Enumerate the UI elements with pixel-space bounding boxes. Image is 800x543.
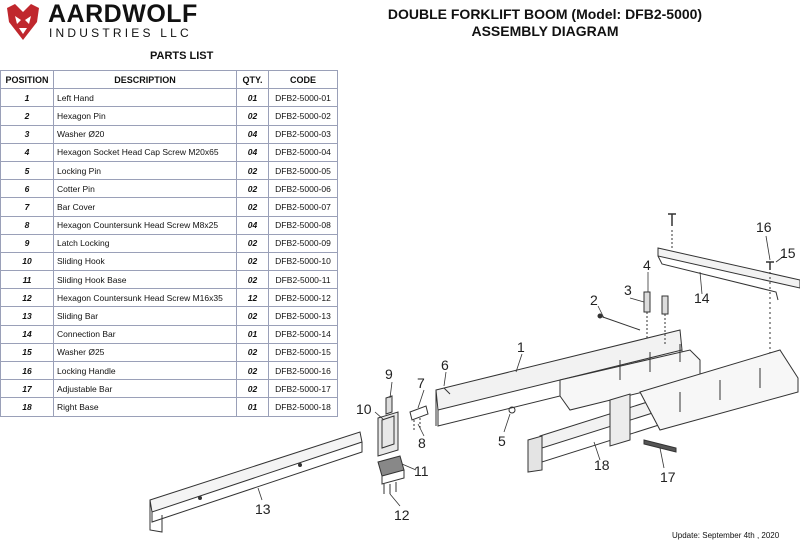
callout-6: 6 [441,357,449,373]
description-cell: Sliding Hook Base [53,270,237,290]
callout-8: 8 [418,435,426,451]
description-cell: Sliding Bar [53,306,237,326]
locking-pin-drawing [443,387,516,414]
code-cell: DFB2-5000-12 [268,288,338,308]
column-header: DESCRIPTION [53,69,237,90]
parts-list-heading: PARTS LIST [150,50,214,62]
description-cell: Adjustable Bar [53,379,237,399]
callout-2: 2 [590,292,598,308]
code-cell: DFB2-5000-15 [268,342,338,363]
title-line-2: ASSEMBLY DIAGRAM [471,23,619,39]
code-cell: DFB2-5000-11 [268,270,338,290]
code-cell: DFB2-5000-17 [268,379,338,399]
right-base-drawing [527,349,799,473]
code-cell: DFB2-5000-18 [268,397,338,417]
adjustable-bar-drawing [643,439,677,453]
aardwolf-logo [7,4,39,40]
sliding-bar-drawing [149,431,363,533]
callout-4: 4 [643,257,651,273]
hexagon-pin-drawing [597,313,641,331]
bar-cover-drawing [409,405,429,432]
callout-9: 9 [385,366,393,382]
position-cell: 11 [0,270,54,290]
quantity-cell: 02 [236,360,269,381]
code-cell: DFB2-5000-14 [268,324,338,344]
callout-17: 17 [660,469,676,485]
washer-screw-drawing [643,291,669,344]
position-cell: 1 [0,88,54,108]
quantity-cell: 02 [236,251,269,272]
code-cell: DFB2-5000-13 [268,306,338,326]
column-header: CODE [268,69,338,90]
callout-7: 7 [417,375,425,391]
callout-16: 16 [756,219,772,235]
position-cell: 18 [0,397,54,417]
update-date: Update: September 4th , 2020 [672,531,780,540]
callout-1: 1 [517,339,525,355]
description-cell: Left Hand [53,88,237,108]
connection-bar-drawing [657,213,800,301]
sliding-hook-base-drawing [377,455,405,485]
callout-14: 14 [694,290,710,306]
sliding-hook-drawing [377,395,399,457]
callout-11: 11 [414,463,429,479]
position-cell: 15 [0,342,54,363]
column-header: POSITION [0,69,54,90]
quantity-cell: 01 [236,397,269,417]
code-cell: DFB2-5000-02 [268,106,338,126]
position-cell: 13 [0,306,54,326]
wolf-head-icon [7,4,39,40]
code-cell: DFB2-5000-16 [268,360,338,381]
locking-handle-drawing [766,261,774,360]
description-cell: Hexagon Countersunk Head Screw M16x35 [53,288,237,308]
callout-18: 18 [594,457,610,473]
description-cell: Washer Ø25 [53,342,237,363]
leader-lines [257,235,785,507]
callout-3: 3 [624,282,632,298]
brand-name: AARDWOLF [48,0,198,28]
code-cell: DFB2-5000-10 [268,251,338,272]
code-cell: DFB2-5000-01 [268,88,338,108]
callout-labels: 1 2 3 4 5 6 7 8 9 10 11 12 13 14 15 16 1… [255,219,796,523]
quantity-cell: 02 [236,106,269,126]
screws-drawing [383,482,397,494]
parts-table-header: POSITION DESCRIPTION QTY. CODE [0,69,338,90]
brand-subtitle: INDUSTRIES LLC [49,26,192,40]
callout-15: 15 [780,245,796,261]
document-title: DOUBLE FORKLIFT BOOM (Model: DFB2-5000) … [330,6,760,40]
callout-5: 5 [498,433,506,449]
left-hand-drawing [435,329,701,427]
callout-13: 13 [255,501,271,517]
callout-10: 10 [356,401,372,417]
title-line-1: DOUBLE FORKLIFT BOOM (Model: DFB2-5000) [387,6,703,22]
callout-12: 12 [394,507,410,523]
position-cell: 12 [0,288,54,308]
